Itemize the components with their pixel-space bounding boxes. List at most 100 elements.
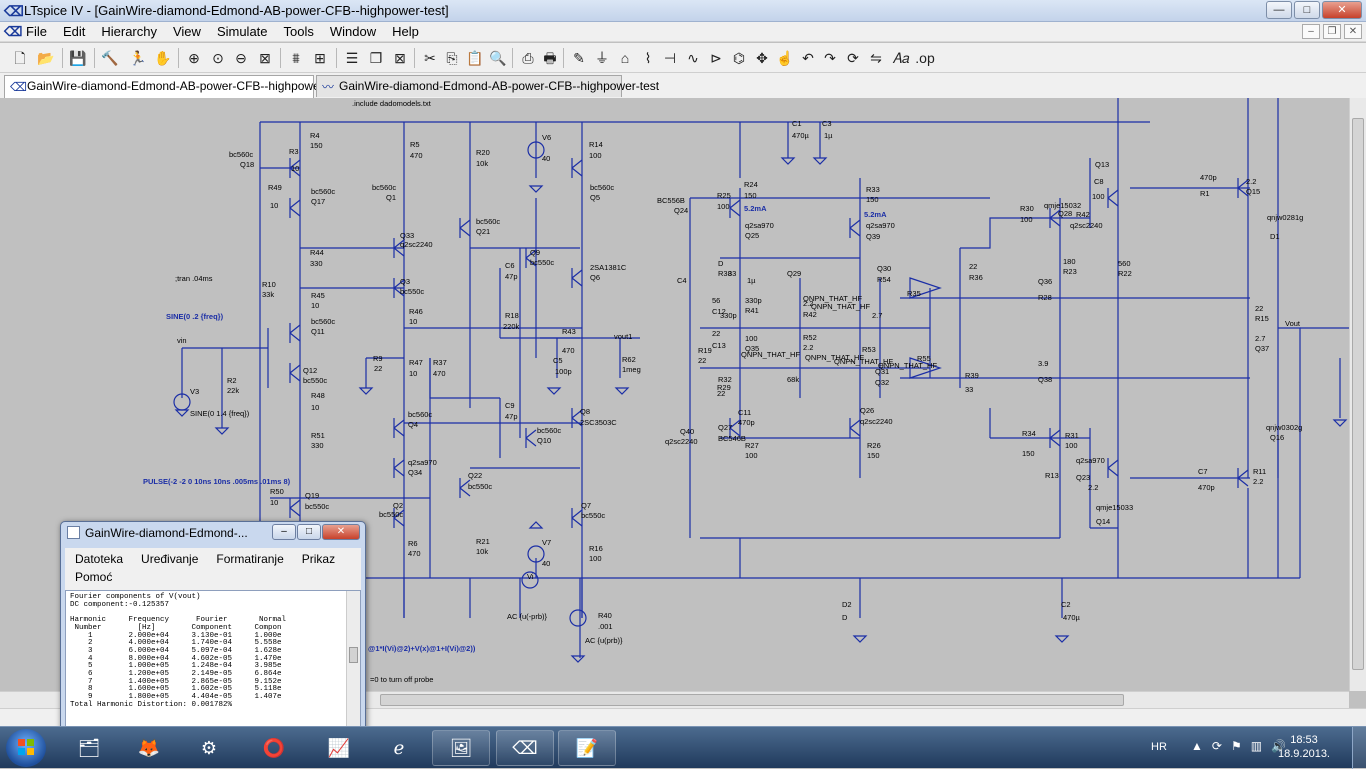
component-label[interactable]: q2sc2240 [400,240,433,249]
firefox-taskbar-icon[interactable]: 🦊 [137,738,161,758]
component-label[interactable]: 1µ [747,276,756,285]
component-label[interactable]: R42 [803,310,817,319]
component-label[interactable]: R22 [1118,269,1132,278]
component-label[interactable]: q2sc2240 [665,437,698,446]
run-icon[interactable]: 🏃 [129,50,147,66]
component-label[interactable]: R10 [262,280,276,289]
component-label[interactable]: 100 [1092,192,1105,201]
component-label[interactable]: 100 [589,151,602,160]
component-label[interactable]: Q9 [530,248,540,257]
vertical-scroll-thumb[interactable] [1352,118,1364,670]
find-icon[interactable]: 🔍 [489,50,507,66]
print-icon[interactable]: 🖶 [543,50,557,66]
component-label[interactable]: q2sa970 [745,221,774,230]
component-label[interactable]: BC556B [657,196,685,205]
ltspice-taskbar-icon[interactable]: ⌫ [496,730,554,766]
sine-source-text[interactable]: SINE(0 .2 {freq}) [166,312,224,321]
component-label[interactable]: 220k [503,322,520,331]
redo-icon[interactable]: ↷ [824,50,836,66]
show-desktop-button[interactable] [1352,727,1366,769]
ac-source-1-text[interactable]: AC {u(-prb)} [507,612,548,621]
component-label[interactable]: R35 [907,289,921,298]
move-icon[interactable]: ✥ [756,50,768,66]
component-label[interactable]: 2SA1381C [590,263,627,272]
component-label[interactable]: Q2 [393,501,403,510]
component-label[interactable]: 10 [311,301,319,310]
zoom-fit-icon[interactable]: ⊠ [259,50,271,66]
component-label[interactable]: Q28 [1058,209,1072,218]
menu-window[interactable]: Window [329,24,377,39]
component-label[interactable]: C3 [822,119,832,128]
component-label[interactable]: R49 [268,183,282,192]
clock[interactable]: 18:53 18.9.2013. [1269,733,1339,761]
component-label[interactable]: 10 [291,164,299,173]
component-label[interactable]: R31 [1065,431,1079,440]
cascade-icon[interactable]: ❐ [369,50,383,66]
component-label[interactable]: Q40 [680,427,694,436]
component-label[interactable]: 100 [1065,441,1078,450]
component-label[interactable]: 2SC3503C [580,418,617,427]
mdi-minimize-button[interactable]: – [1302,24,1320,39]
component-label[interactable]: R28 [1038,293,1052,302]
component-label[interactable]: R13 [1045,471,1059,480]
component-label[interactable]: R48 [311,391,325,400]
component-label[interactable]: Q17 [311,197,325,206]
component-label[interactable]: q2sa970 [866,221,895,230]
inductor-icon[interactable]: ∿ [687,50,699,66]
component-label[interactable]: R19 [698,346,712,355]
component-label[interactable]: 2.2 [803,343,813,352]
new-schematic-icon[interactable]: 🗋 [14,50,26,66]
component-label[interactable]: Q6 [590,273,600,282]
tile-horizontal-icon[interactable]: ☰ [345,50,359,66]
component-label[interactable]: R2 [227,376,237,385]
diode-icon[interactable]: ⊳ [710,50,722,66]
valve-app-taskbar-icon[interactable]: ⚙ [200,738,218,758]
component-label[interactable]: V6 [542,133,551,142]
capacitor-icon[interactable]: ⊣ [663,50,677,66]
mirror-icon[interactable]: ⇋ [870,50,882,66]
component-label[interactable]: 1µ [824,131,833,140]
component-label[interactable]: R54 [877,275,891,284]
net-label-vout[interactable]: Vout [1285,319,1301,328]
component-label[interactable]: V3 [190,387,199,396]
ac-source-2-text[interactable]: AC {u(prb)} [585,636,623,645]
component-label[interactable]: Q7 [581,501,591,510]
print-setup-icon[interactable]: ⎙ [522,50,534,66]
component-label[interactable]: 1meg [622,365,641,374]
component-label[interactable]: R50 [270,487,284,496]
start-button[interactable] [6,729,46,767]
component-label[interactable]: R3 [289,147,299,156]
component-label[interactable]: Q34 [408,468,422,477]
menu-tools[interactable]: Tools [283,24,314,39]
component-label[interactable]: R29 [717,383,731,392]
component-label[interactable]: Q38 [1038,375,1052,384]
minimize-button[interactable]: — [1266,1,1292,19]
menu-hierarchy[interactable]: Hierarchy [101,24,157,39]
notepad-menu-pomoc[interactable]: Pomoć [75,570,113,584]
notepad-text-area[interactable]: Fourier components of V(vout) DC compone… [65,590,361,728]
component-label[interactable]: 470p [1198,483,1215,492]
component-label[interactable]: Q13 [1095,160,1109,169]
component-label[interactable]: QNPN_THAT_HF [811,302,870,311]
component-label[interactable]: Q27 [718,423,732,432]
spice-directive-icon[interactable]: .op [915,50,935,66]
component-label[interactable]: bc550c [305,502,329,511]
component-label[interactable]: 180 [1063,257,1076,266]
component-label[interactable]: BC546B [718,434,746,443]
menu-edit[interactable]: Edit [62,24,86,39]
component-label[interactable]: Q36 [1038,277,1052,286]
component-label[interactable]: Q31 [875,367,889,376]
component-label[interactable]: R9 [373,354,383,363]
menu-help[interactable]: Help [392,24,419,39]
component-label[interactable]: qmje15033 [1096,503,1133,512]
component-label[interactable]: bc550c [379,510,403,519]
component-label[interactable]: D2 [842,600,852,609]
resistor-icon[interactable]: ⌇ [644,50,652,66]
tab-schematic[interactable]: ⌫ GainWire-diamond-Edmond-AB-power-CFB--… [4,75,347,98]
tran-directive[interactable]: ;tran .04ms [175,274,213,283]
net-label-vin[interactable]: vin [177,336,187,345]
component-label[interactable]: 150 [310,141,323,150]
sine-v3-text[interactable]: SINE(0 1.4 {freq}) [190,409,250,418]
component-label[interactable]: R25 [717,191,731,200]
component-label[interactable]: C11 [738,408,751,417]
